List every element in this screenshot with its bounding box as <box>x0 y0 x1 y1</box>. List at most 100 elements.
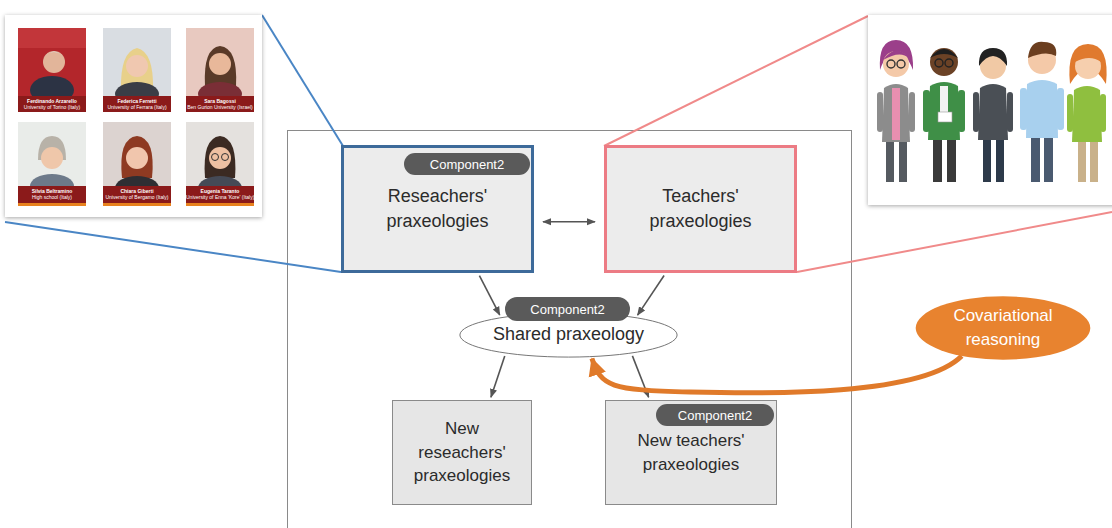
component-badge: Component2 <box>656 404 774 426</box>
person-name: Chiara Giberti <box>103 188 171 194</box>
teacher-figure <box>882 84 910 142</box>
teacher-figure <box>886 140 894 182</box>
teacher-figure <box>983 138 991 182</box>
teacher-figure <box>940 86 948 116</box>
researcher-photo <box>103 186 171 203</box>
teacher-figure <box>996 138 1004 182</box>
researcher-photo <box>186 96 254 112</box>
teacher-figure <box>1028 42 1056 58</box>
outer-frame <box>288 131 852 528</box>
teacher-figure <box>883 51 909 77</box>
teacher-figure <box>877 92 883 132</box>
leader-line <box>797 212 1112 272</box>
component-badge: Component2 <box>404 153 530 175</box>
teacher-figure <box>947 138 956 182</box>
teacher-figure <box>923 90 930 132</box>
researcher-photo <box>205 136 236 178</box>
shared-ellipse: Shared praxeologyComponent2 <box>459 312 678 358</box>
node-label: Covariational reasoning <box>933 304 1073 352</box>
researcher-photo <box>186 203 254 206</box>
praxeology-box: New reseachers' praxeologies <box>392 400 532 505</box>
affiliation: High school (Italy) <box>18 194 86 200</box>
teacher-figure <box>877 40 1107 182</box>
affiliation: University of Enna 'Kore' (Italy) <box>186 194 254 200</box>
leader-line <box>604 16 868 146</box>
concept-ellipse: Covariational reasoning <box>915 295 1091 361</box>
researcher-photo <box>103 122 171 206</box>
teacher-figure <box>945 59 953 67</box>
arrow-connector <box>491 356 505 397</box>
teacher-figure <box>892 88 900 140</box>
arrow-connector <box>479 276 499 315</box>
node-label: New teachers' praxeologies <box>614 429 768 477</box>
affiliation: University of Ferrara (Italy) <box>103 104 171 110</box>
teacher-figure <box>928 82 960 140</box>
curved-arrow <box>592 356 962 393</box>
person-name: Silvia Beltramino <box>18 188 86 194</box>
researcher-photo <box>43 52 65 59</box>
teacher-figure <box>1090 140 1098 182</box>
person-name: Sara Bagossi <box>186 98 254 104</box>
researcher-photo <box>209 147 231 169</box>
researcher-photo <box>126 147 148 169</box>
researcher-photo <box>18 186 86 203</box>
arrow-connector <box>638 275 665 315</box>
teacher-figure <box>1069 44 1106 84</box>
teacher-figure <box>1031 136 1040 182</box>
researcher-photo <box>186 122 254 206</box>
teacher-figure <box>897 60 905 68</box>
teacher-figure <box>935 59 943 67</box>
outer-frame <box>288 131 852 528</box>
component-badge: Component2 <box>505 297 630 321</box>
photo-panel <box>5 15 262 217</box>
researcher-photo <box>18 28 86 48</box>
person-name: Federica Ferretti <box>103 98 171 104</box>
teacher-figure <box>978 84 1008 140</box>
node-label: Shared praxeology <box>493 322 644 347</box>
badge-label: Component2 <box>530 302 604 317</box>
teacher-figure <box>938 112 952 122</box>
node-label: New reseachers' praxeologies <box>401 417 523 488</box>
teacher-figure <box>1067 94 1073 132</box>
leader-line <box>5 222 341 272</box>
researcher-photo <box>209 53 231 75</box>
teacher-figure <box>1020 88 1027 130</box>
badge-label: Component2 <box>678 408 752 423</box>
researcher-photo <box>18 28 254 206</box>
teacher-figure <box>930 48 958 76</box>
arrow-connector <box>543 221 595 223</box>
researcher-photo <box>43 51 65 73</box>
teacher-figure <box>883 50 909 60</box>
researcher-photo <box>103 28 171 112</box>
praxeology-box: Reseachers' praxeologies Component2 <box>341 145 534 273</box>
researcher-photo <box>126 55 148 77</box>
node-label: Teachers' praxeologies <box>615 184 786 234</box>
researcher-photo <box>103 96 171 112</box>
researcher-photo <box>222 154 229 161</box>
teacher-figure <box>899 140 907 182</box>
researcher-photo <box>18 96 86 112</box>
affiliation: Ben Gurion University (Israel) <box>186 104 254 110</box>
teacher-figure <box>1075 50 1101 62</box>
people-panel <box>868 15 1112 205</box>
ellipse-outline <box>916 296 1091 359</box>
teacher-figure <box>933 138 942 182</box>
researcher-photo <box>121 136 152 178</box>
teacher-figure <box>1057 88 1064 130</box>
node-label: Reseachers' praxeologies <box>352 184 523 234</box>
teacher-figure <box>887 60 895 68</box>
researcher-photo <box>18 203 86 206</box>
researcher-photo <box>18 122 86 206</box>
people-panel <box>868 15 1112 205</box>
researcher-photo <box>103 203 171 206</box>
teacher-figure <box>1007 92 1013 132</box>
person-name: Ferdinando Arzarello <box>18 98 86 104</box>
teacher-figure <box>958 90 965 132</box>
teacher-figure <box>1026 80 1058 138</box>
teacher-figure <box>1044 136 1053 182</box>
ellipse-outline <box>915 295 1091 361</box>
researcher-photo <box>186 28 254 112</box>
